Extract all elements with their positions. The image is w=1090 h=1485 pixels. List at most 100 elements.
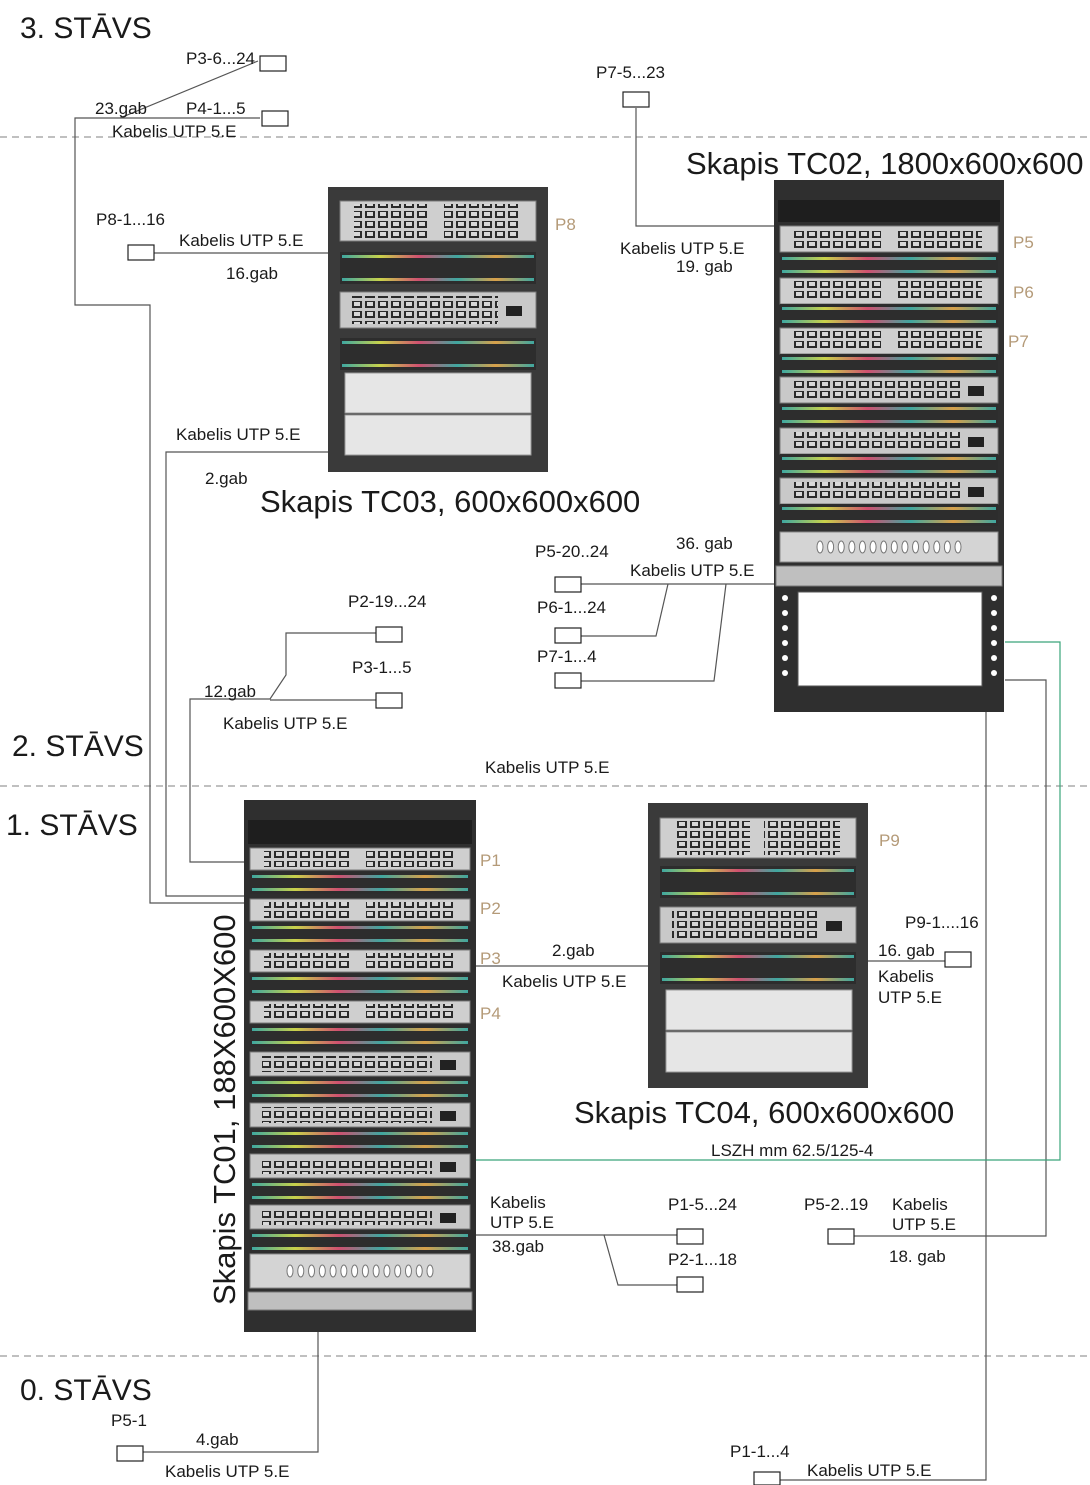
label-cable-f1-gab: 38.gab [492, 1237, 544, 1256]
label-cable-tc04-gab: 2.gab [552, 941, 595, 960]
power-socket [372, 1264, 380, 1278]
rack-empty-space [797, 591, 983, 687]
cable-bundle [782, 457, 996, 460]
label-cable-f0b-type: Kabelis UTP 5.E [807, 1461, 931, 1480]
label-p9-1-16: P9-1....16 [905, 913, 979, 932]
label-cable-tc03-gab: 2.gab [205, 469, 248, 488]
label-cable-f1-type1: Kabelis [490, 1193, 546, 1212]
rail-hole [782, 610, 788, 616]
switch-ports [792, 432, 960, 450]
outlet-p9-1-16 [944, 951, 972, 968]
power-socket [848, 540, 856, 554]
cable-bundle [252, 1183, 468, 1186]
cable-bundle [342, 364, 534, 367]
switch-ports [262, 1107, 432, 1123]
rack-top-cover [778, 200, 1000, 222]
port-block-right [366, 902, 454, 918]
rail-hole [991, 640, 997, 646]
power-socket [426, 1264, 434, 1278]
outlet-p2-19-24 [375, 626, 403, 643]
power-socket [286, 1264, 294, 1278]
switch-console [440, 1060, 456, 1070]
label-cable-tc02-type: Kabelis UTP 5.E [630, 561, 754, 580]
cable-bundle [252, 1094, 468, 1097]
cable-bundle [782, 257, 996, 260]
rail-hole [991, 655, 997, 661]
label-p4-1-5: P4-1...5 [186, 99, 246, 118]
port-block-right [366, 1004, 454, 1020]
label-p5-20-24: P5-20..24 [535, 542, 609, 561]
power-socket [954, 540, 962, 554]
outlet-boxes [116, 55, 972, 1485]
power-socket [943, 540, 951, 554]
cable-bundle [782, 407, 996, 410]
cable-bundle [252, 1247, 468, 1250]
rack-shelf [247, 1291, 473, 1311]
power-socket [383, 1264, 391, 1278]
cable-bundle [342, 341, 534, 344]
outlet-p2-1-18 [676, 1276, 704, 1293]
label-cable-f3-type: Kabelis UTP 5.E [112, 122, 236, 141]
rack-tc02 [774, 180, 1004, 712]
power-socket [340, 1264, 348, 1278]
label-cable-tc04-type: Kabelis UTP 5.E [502, 972, 626, 991]
label-cable-p8-gab: 16.gab [226, 264, 278, 283]
port-block-right [895, 281, 982, 301]
rail-hole [782, 655, 788, 661]
cabinet-title-tc01: Skapis TC01, 188X600X600 [207, 914, 242, 1305]
cable-bundle [662, 892, 854, 895]
port-block-left [794, 281, 881, 301]
port-block-left [264, 851, 352, 867]
cable-bundle [782, 270, 996, 273]
power-socket [858, 540, 866, 554]
power-socket [827, 540, 835, 554]
power-socket [308, 1264, 316, 1278]
cable-bundle [252, 926, 468, 929]
label-p6-1-24: P6-1...24 [537, 598, 606, 617]
fiber-route [476, 641, 1061, 1161]
label-p7-1-4: P7-1...4 [537, 647, 597, 666]
power-socket [869, 540, 877, 554]
rail-hole [991, 610, 997, 616]
rack-tc04 [648, 803, 868, 1088]
label-p2-19-24: P2-19...24 [348, 592, 426, 611]
floor-label-2: 2. STĀVS [12, 730, 144, 763]
power-socket [837, 540, 845, 554]
outlet-p5-20-24 [554, 576, 582, 593]
cable-bundle [252, 990, 468, 993]
blank-panel [665, 989, 853, 1031]
power-socket [933, 540, 941, 554]
panel-label-p3: P3 [480, 949, 501, 968]
outlet-p8-1-16 [127, 244, 155, 261]
port-block-right [444, 204, 520, 238]
port-block-right [764, 821, 840, 855]
label-p8-1-16: P8-1...16 [96, 210, 165, 229]
port-block-left [264, 902, 352, 918]
switch-ports [792, 381, 960, 399]
rail-hole [991, 625, 997, 631]
power-strip [249, 1253, 471, 1289]
cable-bundle [252, 1234, 468, 1237]
label-fiber: LSZH mm 62.5/125-4 [711, 1141, 874, 1160]
port-block-left [794, 331, 881, 351]
label-cable-p52-type1: Kabelis [892, 1195, 948, 1214]
cable-bundle [662, 978, 854, 981]
panel-label-p4: P4 [480, 1004, 501, 1023]
panel-label-p9: P9 [879, 831, 900, 850]
cable-bundle [252, 1132, 468, 1135]
panel-label-p2: P2 [480, 899, 501, 918]
power-socket [361, 1264, 369, 1278]
cabinet-title-tc02: Skapis TC02, 1800x600x600 [686, 146, 1084, 181]
power-socket [816, 540, 824, 554]
power-socket [329, 1264, 337, 1278]
cable-bundle [252, 1081, 468, 1084]
outlet-p3-6-24 [259, 55, 287, 72]
outlet-p6-1-24 [554, 627, 582, 644]
outlet-p7-1-4 [554, 672, 582, 689]
switch-ports [262, 1158, 432, 1174]
panel-label-p8: P8 [555, 215, 576, 234]
cable-bundle [252, 1196, 468, 1199]
cable-bundle [782, 420, 996, 423]
switch-console [506, 306, 522, 316]
